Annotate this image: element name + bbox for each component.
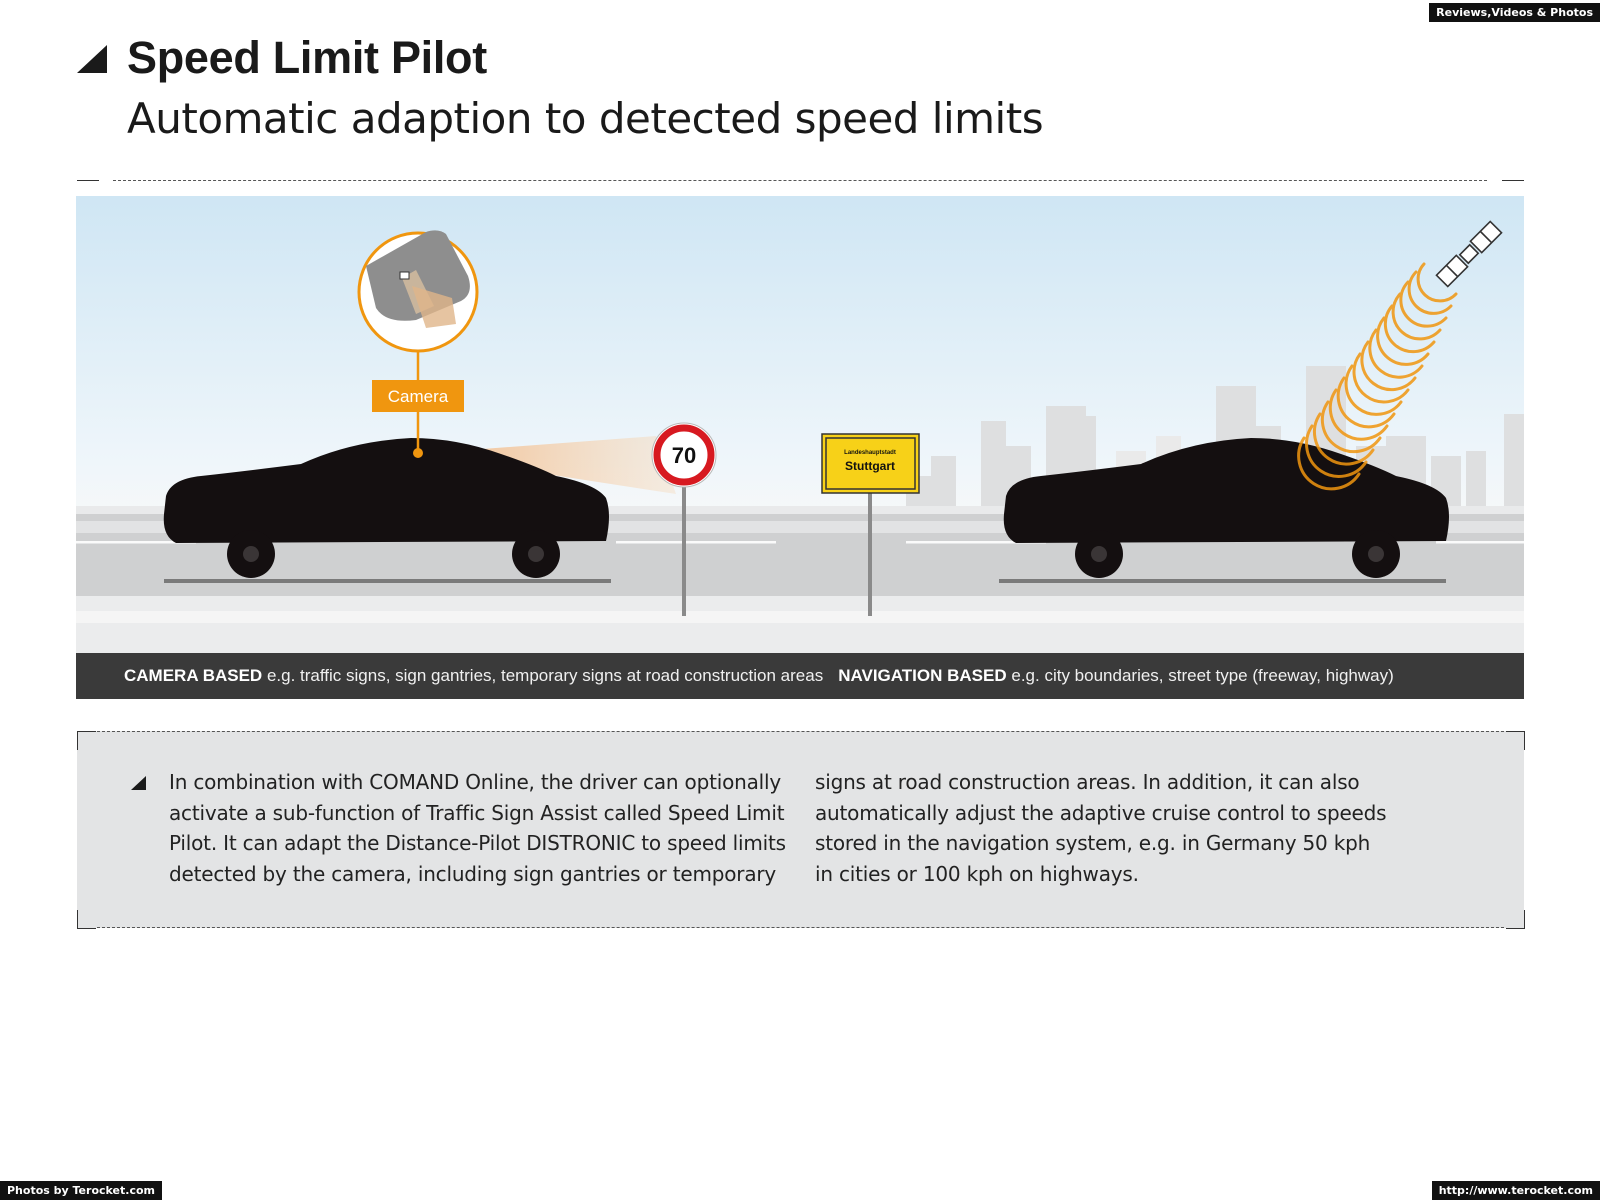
watermark-top-right: Reviews,Videos & Photos: [1429, 3, 1600, 22]
town-sign-name: Stuttgart: [845, 459, 895, 473]
text-line: In combination with COMAND Online, the d…: [169, 770, 781, 794]
title-triangle-icon: [77, 45, 107, 73]
camera-zoom-circle: [357, 230, 479, 353]
description-column-1: In combination with COMAND Online, the d…: [169, 767, 789, 889]
camera-label: Camera: [388, 387, 449, 406]
header-divider: [113, 180, 1487, 181]
text-line: stored in the navigation system, e.g. in…: [815, 831, 1371, 855]
box-top-divider: [97, 731, 1504, 732]
page-title: Speed Limit Pilot: [127, 32, 487, 83]
box-corner: [1506, 731, 1525, 750]
text-line: Pilot. It can adapt the Distance-Pilot D…: [169, 831, 786, 855]
navigation-based-text: e.g. city boundaries, street type (freew…: [1011, 666, 1394, 685]
box-corner: [77, 731, 96, 750]
town-sign-small-text: Landeshauptstadt: [844, 450, 896, 456]
camera-based-caption: CAMERA BASED e.g. traffic signs, sign ga…: [124, 666, 823, 686]
bullet-triangle-icon: [131, 776, 146, 790]
box-corner: [1506, 910, 1525, 929]
satellite-signal: [1297, 262, 1458, 491]
text-line: detected by the camera, including sign g…: [169, 861, 777, 886]
description-box: [77, 731, 1524, 928]
roadside: [76, 596, 1524, 653]
text-line: activate a sub-function of Traffic Sign …: [169, 800, 785, 825]
caption-bar: CAMERA BASED e.g. traffic signs, sign ga…: [76, 653, 1524, 699]
box-corner: [77, 910, 96, 929]
watermark-bottom-left: Photos by Terocket.com: [0, 1181, 162, 1200]
box-bottom-divider: [97, 927, 1504, 928]
town-sign: Landeshauptstadt Stuttgart: [821, 433, 920, 494]
text-line: signs at road construction areas. In add…: [815, 770, 1360, 794]
satellite-icon: [1435, 220, 1503, 288]
speed-limit-sign: 70: [651, 422, 717, 488]
divider-right-stub: [1502, 180, 1524, 181]
navigation-based-heading: NAVIGATION BASED: [838, 666, 1007, 685]
illustration: 70 Landeshauptstadt Stuttgart Camera: [76, 196, 1524, 653]
text-line: in cities or 100 kph on highways.: [815, 861, 1139, 886]
speed-limit-value: 70: [672, 443, 696, 468]
text-line: automatically adjust the adaptive cruise…: [815, 800, 1387, 825]
description-column-2: signs at road construction areas. In add…: [815, 767, 1415, 889]
navigation-based-caption: NAVIGATION BASED e.g. city boundaries, s…: [838, 666, 1394, 686]
camera-based-text: e.g. traffic signs, sign gantries, tempo…: [266, 666, 824, 685]
watermark-bottom-right: http://www.terocket.com: [1431, 1181, 1600, 1200]
camera-based-heading: CAMERA BASED: [124, 666, 263, 685]
divider-left-stub: [77, 180, 99, 181]
camera-label-box: [372, 380, 464, 412]
page-subtitle: Automatic adaption to detected speed lim…: [127, 94, 1044, 143]
